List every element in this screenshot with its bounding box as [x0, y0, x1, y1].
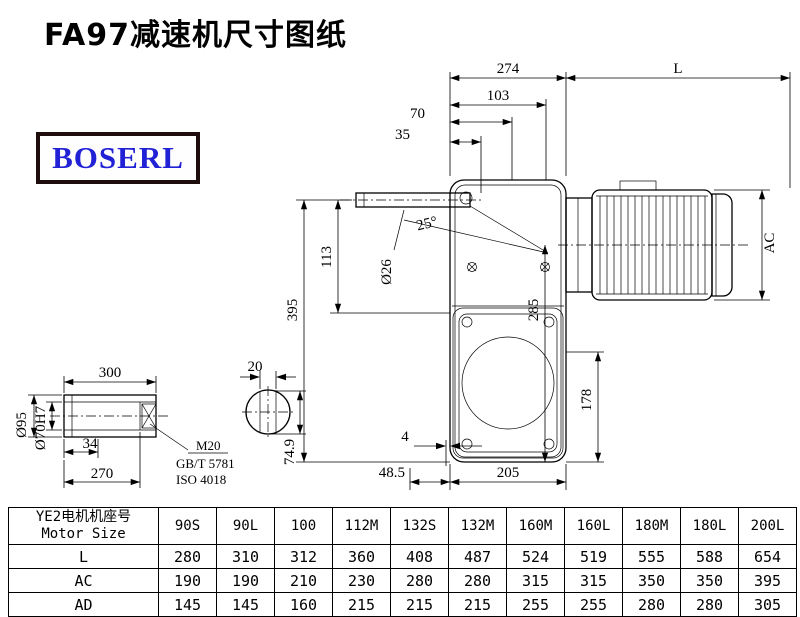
cell-ad-90s: 145 — [158, 592, 217, 617]
cell-l-160m: 524 — [506, 544, 565, 569]
table-row-l: L 280 310 312 360 408 487 524 519 555 58… — [8, 544, 797, 569]
cell-l-160l: 519 — [564, 544, 623, 569]
boserl-logo: BOSERL — [36, 132, 200, 184]
cell-ad-160l: 255 — [564, 592, 623, 617]
col-header-160l: 160L — [564, 507, 623, 545]
input-shaft — [340, 192, 549, 254]
dimension-extension-lines — [296, 72, 791, 490]
cell-ac-160l: 315 — [564, 568, 623, 593]
dim-4: 4 — [401, 429, 409, 445]
header-motor-size-cn: YE2电机机座号 — [35, 509, 132, 525]
dim-dia-70h7: Ø70H7 — [33, 405, 49, 450]
electric-motor — [558, 180, 748, 301]
cell-ac-90l: 190 — [216, 568, 275, 593]
row-label-ad: AD — [8, 592, 159, 617]
header-motor-size-en: Motor Size — [41, 526, 126, 542]
cell-ad-90l: 145 — [216, 592, 275, 617]
table-row-ad: AD 145 145 160 215 215 215 255 255 280 2… — [8, 592, 797, 617]
dim-113: 113 — [319, 246, 335, 268]
cell-ad-180l: 280 — [680, 592, 739, 617]
dim-70: 70 — [410, 106, 425, 122]
col-header-180m: 180M — [622, 507, 681, 545]
dim-103: 103 — [487, 88, 510, 104]
dim-300: 300 — [99, 365, 122, 381]
dim-dia-26: Ø26 — [379, 259, 395, 285]
output-shaft-detail — [50, 394, 228, 454]
cell-l-132s: 408 — [390, 544, 449, 569]
table-header-row: YE2电机机座号 Motor Size 90S 90L 100 112M 132… — [8, 507, 797, 545]
cell-ad-132m: 215 — [448, 592, 507, 617]
dimension-lines — [300, 74, 790, 486]
gearbox-housing — [449, 179, 567, 463]
dim-285: 285 — [526, 299, 542, 322]
row-label-ac: AC — [8, 568, 159, 593]
col-header-90l: 90L — [216, 507, 275, 545]
shaft-end-view — [242, 386, 294, 438]
dim-35: 35 — [395, 127, 410, 143]
dim-dia-95: Ø95 — [14, 412, 30, 438]
cell-l-180l: 588 — [680, 544, 739, 569]
dim-angle-25: 25° — [415, 214, 439, 235]
col-header-112m: 112M — [332, 507, 391, 545]
cell-ac-180m: 350 — [622, 568, 681, 593]
cell-l-90l: 310 — [216, 544, 275, 569]
boserl-logo-text: BOSERL — [52, 140, 184, 175]
motor-size-table: YE2电机机座号 Motor Size 90S 90L 100 112M 132… — [8, 507, 797, 617]
gearbox-dimension-drawing: 274 L 103 70 35 25° Ø26 113 395 285 AC 1… — [14, 61, 791, 490]
cell-l-90s: 280 — [158, 544, 217, 569]
bolt-callout-m20: M20 — [196, 438, 221, 453]
standard-iso: ISO 4018 — [176, 472, 226, 487]
cell-ac-100: 210 — [274, 568, 333, 593]
dim-270: 270 — [91, 466, 114, 482]
cell-ac-200l: 395 — [738, 568, 797, 593]
col-header-132s: 132S — [390, 507, 449, 545]
dim-20: 20 — [248, 359, 263, 375]
cell-ad-112m: 215 — [332, 592, 391, 617]
cell-ac-132m: 280 — [448, 568, 507, 593]
cell-l-180m: 555 — [622, 544, 681, 569]
dim-395: 395 — [285, 299, 301, 322]
col-header-160m: 160M — [506, 507, 565, 545]
header-motor-size: YE2电机机座号 Motor Size — [8, 507, 159, 545]
col-header-200l: 200L — [738, 507, 797, 545]
cell-ac-160m: 315 — [506, 568, 565, 593]
dimension-labels: 274 L 103 70 35 25° Ø26 113 395 285 AC 1… — [285, 61, 778, 481]
cell-l-100: 312 — [274, 544, 333, 569]
col-header-100: 100 — [274, 507, 333, 545]
col-header-90s: 90S — [158, 507, 217, 545]
cell-ad-100: 160 — [274, 592, 333, 617]
dim-74-9: 74.9 — [282, 439, 298, 465]
cell-l-200l: 654 — [738, 544, 797, 569]
cell-ac-180l: 350 — [680, 568, 739, 593]
shaft-dimension-lines — [28, 371, 306, 488]
cell-l-112m: 360 — [332, 544, 391, 569]
dim-178: 178 — [579, 389, 595, 412]
cell-ac-112m: 230 — [332, 568, 391, 593]
col-header-180l: 180L — [680, 507, 739, 545]
cell-ad-160m: 255 — [506, 592, 565, 617]
row-label-l: L — [8, 544, 159, 569]
table-row-ac: AC 190 190 210 230 280 280 315 315 350 3… — [8, 568, 797, 593]
page-title: FA97减速机尺寸图纸 — [44, 18, 348, 53]
standard-gb: GB/T 5781 — [176, 456, 235, 471]
col-header-132m: 132M — [448, 507, 507, 545]
dim-205: 205 — [497, 465, 520, 481]
dim-length-l: L — [673, 61, 682, 77]
cell-ad-132s: 215 — [390, 592, 449, 617]
cell-l-132m: 487 — [448, 544, 507, 569]
dim-48-5: 48.5 — [379, 465, 405, 481]
cell-ac-132s: 280 — [390, 568, 449, 593]
dim-ac: AC — [762, 233, 778, 254]
dim-274: 274 — [497, 61, 520, 77]
shaft-dimension-labels: 300 Ø95 Ø70H7 34 270 M20 GB/T 5781 ISO 4… — [14, 359, 298, 487]
cell-ac-90s: 190 — [158, 568, 217, 593]
cell-ad-180m: 280 — [622, 592, 681, 617]
dim-34: 34 — [83, 436, 99, 452]
cell-ad-200l: 305 — [738, 592, 797, 617]
